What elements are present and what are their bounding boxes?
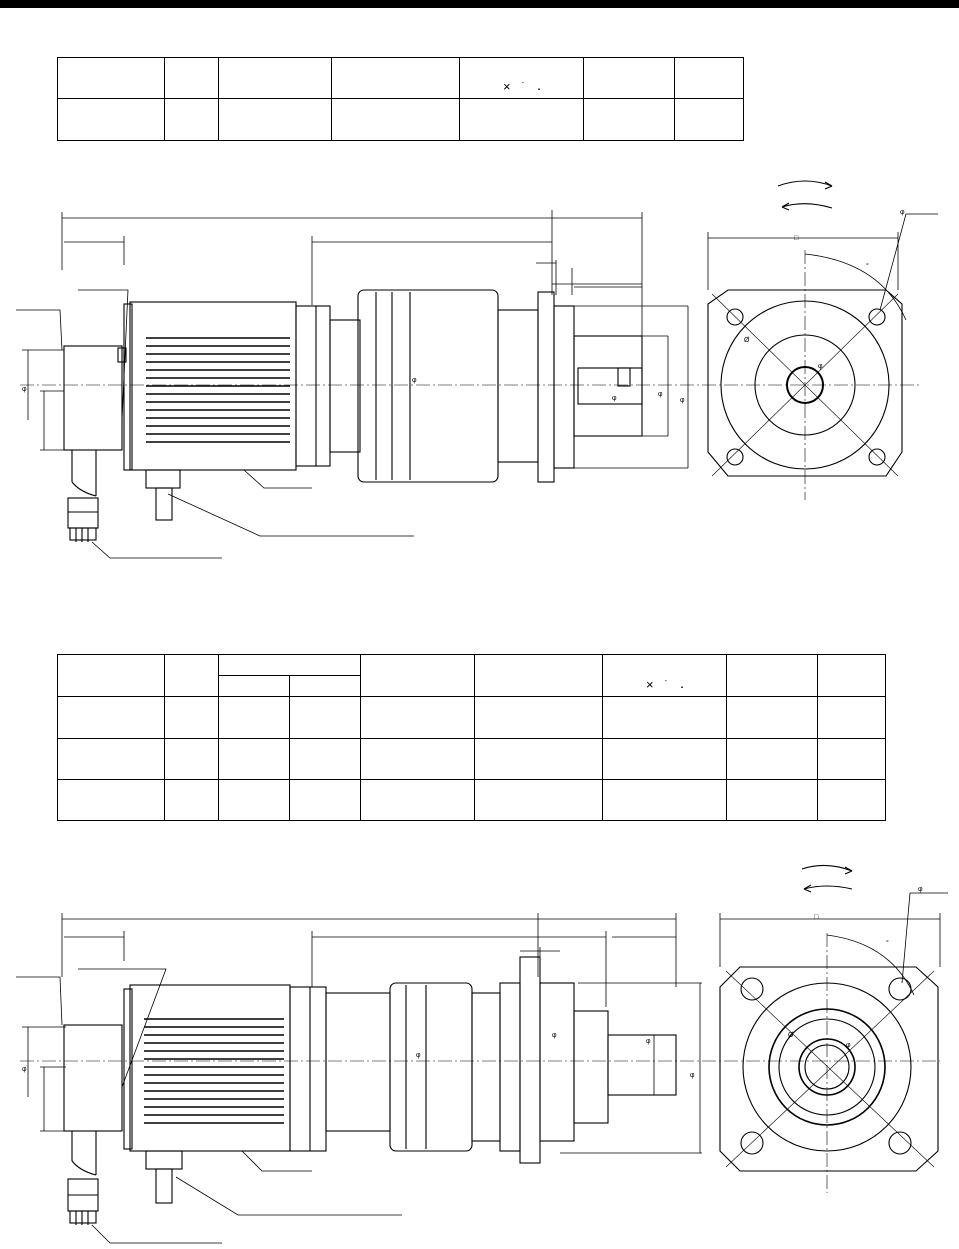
diameter-label: φ — [680, 397, 685, 404]
dimension-lines — [22, 210, 689, 469]
table2-cell — [474, 779, 603, 821]
table2-cell — [817, 779, 886, 821]
table2-cell — [474, 738, 603, 780]
diameter-label: φ — [412, 377, 417, 384]
table1-header-cell: × - ▪ — [459, 57, 584, 99]
table2-cell — [57, 779, 165, 821]
top-rule — [0, 0, 959, 8]
motor-body — [123, 984, 327, 1204]
table2-cell — [218, 779, 290, 821]
table2-cell — [726, 738, 818, 780]
gearbox — [329, 289, 643, 483]
diameter-label: φ — [612, 395, 617, 402]
table2-header-cell — [218, 675, 290, 697]
table2-cell — [57, 738, 165, 780]
motor-body — [123, 301, 331, 521]
front-view-2 — [719, 892, 948, 1193]
diameter-label: Ø — [744, 337, 750, 344]
motor-drawing-1: φ φ φ φ φ Ø φ φ □ ° — [16, 180, 938, 559]
table1-header-cell — [331, 57, 460, 99]
table2-header-cell — [164, 654, 219, 697]
table1-cell — [57, 98, 165, 141]
table1-header-cell — [218, 57, 332, 99]
diameter-label: φ — [658, 391, 663, 398]
table1-cell — [218, 98, 332, 141]
table2-cell — [360, 696, 475, 739]
table1-cell — [164, 98, 219, 141]
table1-header-cell — [583, 57, 675, 99]
rotation-arrows — [801, 864, 853, 893]
table2-cell — [602, 696, 727, 739]
dash-symbol: - — [521, 80, 524, 87]
spec-table-2: × - ▪ — [57, 654, 886, 821]
dash-symbol: - — [664, 678, 667, 685]
table2-cell — [289, 738, 361, 780]
square-label: □ — [814, 914, 819, 921]
degree-label: ° — [866, 262, 869, 270]
diameter-label: φ — [918, 886, 923, 893]
table2-header-cell — [817, 654, 886, 697]
table2-cell — [289, 779, 361, 821]
table2-cell — [218, 696, 290, 739]
table2-cell — [289, 696, 361, 739]
diameter-label: Ø — [788, 1032, 794, 1039]
table2-header-cell — [474, 654, 603, 697]
table1-cell — [459, 98, 584, 141]
table2-cell — [602, 738, 727, 780]
table1-header-cell — [164, 57, 219, 99]
diameter-label: φ — [416, 1052, 421, 1059]
table2-cell — [817, 696, 886, 739]
table2-header-cell: × - ▪ — [602, 654, 727, 697]
diameter-label: φ — [552, 1032, 557, 1039]
leader-lines — [16, 968, 402, 1244]
table2-cell — [474, 696, 603, 739]
table1-header-cell — [57, 57, 165, 99]
front-view-1 — [707, 213, 938, 500]
table2-header-cell — [218, 654, 361, 676]
degree-label: ° — [886, 939, 889, 947]
table2-cell — [817, 738, 886, 780]
table2-cell — [726, 779, 818, 821]
table2-cell — [602, 779, 727, 821]
encoder — [63, 1024, 123, 1225]
table2-cell — [360, 779, 475, 821]
rotation-arrows — [777, 180, 833, 211]
times-symbol: × — [645, 677, 654, 692]
table2-header-cell — [726, 654, 818, 697]
diameter-label: φ — [22, 1066, 27, 1073]
spec-table-1: × - ▪ — [57, 57, 744, 141]
square-label: □ — [794, 235, 799, 242]
diameter-label: φ — [900, 209, 905, 216]
table2-header-cell — [57, 654, 165, 697]
diameter-label: φ — [646, 1038, 651, 1045]
diameter-label: φ — [846, 1042, 851, 1049]
diameter-label: φ — [690, 1072, 695, 1079]
table2-cell — [164, 738, 219, 780]
encoder — [63, 345, 127, 542]
table2-cell — [57, 696, 165, 739]
motor-drawing-2: φ φ φ φ φ Ø φ φ □ ° — [16, 864, 948, 1244]
table1-cell — [583, 98, 675, 141]
table1-header-cell — [674, 57, 744, 99]
table1-cell — [674, 98, 744, 141]
leader-lines — [16, 289, 414, 559]
table2-cell — [726, 696, 818, 739]
table2-cell — [164, 779, 219, 821]
table2-header-cell — [360, 654, 475, 697]
table1-cell — [331, 98, 460, 141]
diameter-label: φ — [818, 363, 823, 370]
diameter-label: φ — [22, 386, 27, 393]
table2-cell — [164, 696, 219, 739]
table2-cell — [218, 738, 290, 780]
dot-symbol: ▪ — [537, 87, 541, 93]
table2-cell — [360, 738, 475, 780]
dot-symbol: ▪ — [680, 685, 684, 691]
gearbox — [325, 956, 677, 1164]
table2-header-cell — [289, 675, 361, 697]
times-symbol: × — [502, 79, 511, 94]
